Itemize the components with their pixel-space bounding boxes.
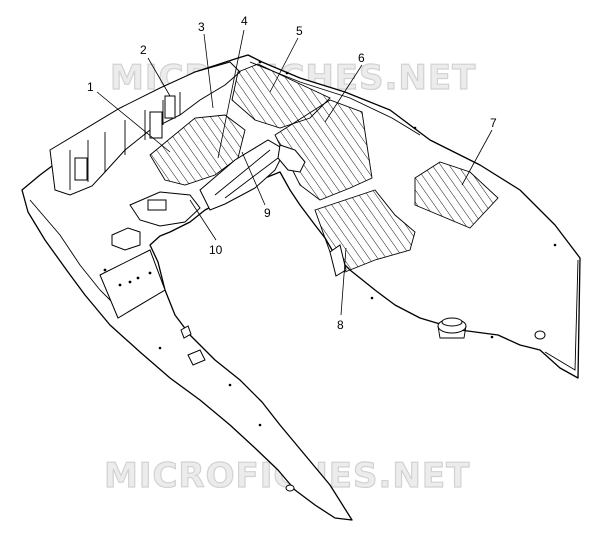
callout-10: 10	[209, 243, 223, 257]
lower-left-plate	[99, 249, 166, 319]
leader-1	[96, 91, 171, 153]
bracket-9	[277, 144, 306, 173]
lower-tab-a	[187, 349, 206, 366]
callout-4: 4	[241, 14, 248, 28]
leader-8	[340, 247, 347, 316]
lower-grommet	[285, 484, 295, 492]
leader-4	[217, 29, 245, 159]
callout-7: 7	[490, 116, 497, 130]
cup-holder-inner	[441, 317, 463, 327]
callout-2: 2	[140, 43, 147, 57]
leader-5	[269, 37, 299, 93]
floor-edge-right	[544, 259, 579, 371]
mat-7	[414, 161, 499, 229]
tunnel-lines	[214, 149, 279, 199]
rear-lip	[249, 61, 421, 136]
hole-c	[413, 126, 417, 130]
console-bracket-b	[149, 111, 163, 139]
fastener-1	[118, 283, 122, 287]
fastener-3	[136, 276, 140, 280]
hole-a	[258, 60, 262, 64]
right-step	[329, 244, 347, 277]
floor-edge-left	[29, 199, 123, 313]
hole-g	[228, 383, 232, 387]
callout-9: 9	[264, 206, 271, 220]
leader-10	[189, 199, 217, 241]
leader-6	[324, 64, 363, 123]
callout-6: 6	[358, 51, 365, 65]
leader-3	[203, 33, 214, 109]
lower-tab-b	[180, 325, 192, 339]
leader-7	[461, 129, 493, 186]
right-grommet	[534, 330, 546, 340]
hole-i	[158, 346, 162, 350]
mat-6	[274, 99, 373, 201]
leader-2	[147, 57, 171, 97]
part-10-block	[147, 199, 167, 211]
leader-9	[241, 151, 266, 206]
center-tunnel	[199, 139, 286, 211]
hole-d	[553, 243, 557, 247]
fastener-2	[128, 280, 132, 284]
console-bracket-a	[74, 157, 88, 181]
hole-e	[370, 296, 374, 300]
fastener-4	[148, 271, 152, 275]
cup-holder-body	[437, 325, 467, 339]
hole-f	[490, 335, 494, 339]
callout-3: 3	[198, 20, 205, 34]
callout-8: 8	[337, 318, 344, 332]
fastener-5	[103, 268, 107, 272]
console-bracket-c	[164, 95, 176, 119]
hole-h	[258, 423, 262, 427]
console-ribs	[69, 92, 181, 190]
footwell-block	[111, 227, 141, 251]
callout-5: 5	[296, 24, 303, 38]
callout-1: 1	[87, 80, 94, 94]
hole-b	[285, 71, 289, 75]
